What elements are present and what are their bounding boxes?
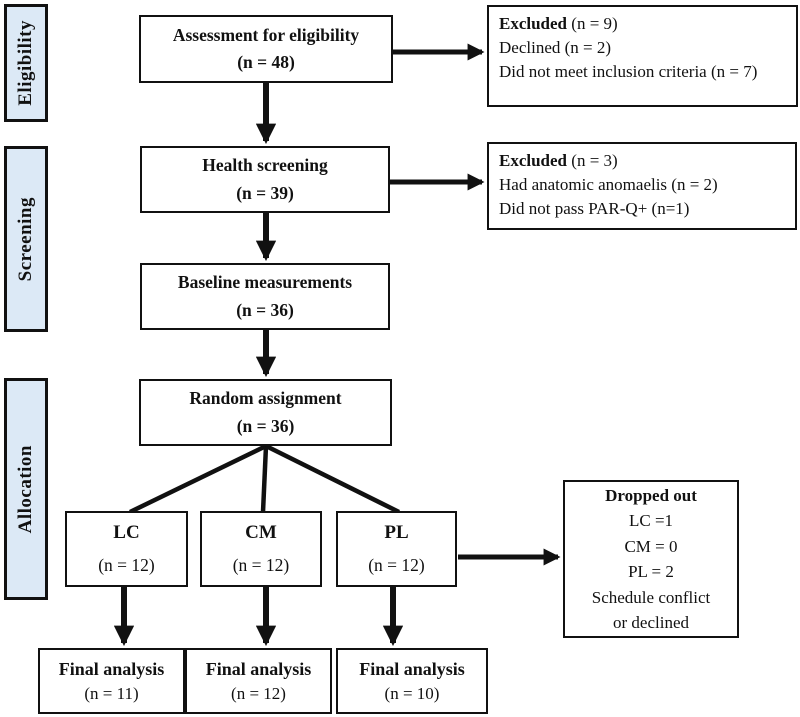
line-random-to-cm <box>260 445 269 513</box>
final-title: Final analysis <box>58 658 165 679</box>
dropout-line: CM = 0 <box>624 536 678 556</box>
line-random-to-pl <box>264 443 401 515</box>
box-n: (n = 36) <box>236 415 295 436</box>
final-n: (n = 11) <box>84 683 139 703</box>
box-excluded-screening: Excluded (n = 3) Had anatomic anomaelis … <box>487 142 797 230</box>
final-title: Final analysis <box>359 658 465 679</box>
dropout-line: Schedule conflict <box>591 587 711 607</box>
box-excluded-eligibility: Excluded (n = 9) Declined (n = 2) Did no… <box>487 5 798 107</box>
box-random-assignment: Random assignment (n = 36) <box>139 379 392 446</box>
excluded-reason: Had anatomic anomaelis (n = 2) <box>499 175 718 195</box>
dropout-title: Dropped out <box>605 485 697 505</box>
stage-label-eligibility: Eligibility <box>4 4 48 122</box>
group-title: LC <box>113 522 140 543</box>
box-dropped-out: Dropped out LC =1 CM = 0 PL = 2 Schedule… <box>563 480 739 638</box>
box-n: (n = 39) <box>236 182 294 203</box>
box-title: Random assignment <box>189 388 342 409</box>
box-title: Baseline measurements <box>177 272 353 293</box>
box-health-screening: Health screening (n = 39) <box>140 146 390 213</box>
stage-label-screening: Screening <box>4 146 48 332</box>
box-title: Health screening <box>202 155 328 176</box>
final-title: Final analysis <box>205 658 312 679</box>
dropout-line: or declined <box>613 613 689 632</box>
final-n: (n = 10) <box>384 683 440 703</box>
box-group-lc: LC (n = 12) <box>65 511 188 587</box>
box-title: Assessment for eligibility <box>172 24 360 45</box>
group-n: (n = 12) <box>368 555 425 575</box>
excluded-title: Excluded <box>499 14 568 33</box>
excluded-reason: Declined (n = 2) <box>499 38 612 58</box>
box-n: (n = 48) <box>237 52 295 72</box>
group-title: CM <box>245 522 277 543</box>
excluded-n: (n = 9) <box>567 14 618 33</box>
stage-label-allocation: Allocation <box>4 378 48 600</box>
excluded-reason: Did not pass PAR-Q+ (n=1) <box>499 199 690 219</box>
line-random-to-lc <box>129 443 267 515</box>
excluded-reason: Did not meet inclusion criteria (n = 7) <box>499 62 758 82</box>
box-group-cm: CM (n = 12) <box>200 511 322 587</box>
group-n: (n = 12) <box>98 555 155 575</box>
group-n: (n = 12) <box>232 555 290 575</box>
excluded-title: Excluded <box>499 151 568 170</box>
dropout-line: LC =1 <box>628 511 674 530</box>
stage-label-eligibility-text: Eligibility <box>15 20 36 106</box>
box-group-pl: PL (n = 12) <box>336 511 457 587</box>
dropout-line: PL = 2 <box>628 562 674 581</box>
stage-label-screening-text: Screening <box>15 196 36 282</box>
excluded-n: (n = 3) <box>567 151 618 170</box>
final-n: (n = 12) <box>231 683 286 703</box>
box-assessment-for-eligibility: Assessment for eligibility (n = 48) <box>139 15 393 83</box>
group-title: PL <box>384 522 409 543</box>
box-baseline-measurements: Baseline measurements (n = 36) <box>140 263 390 330</box>
stage-label-allocation-text: Allocation <box>15 444 36 534</box>
box-final-analysis-pl: Final analysis (n = 10) <box>336 648 488 714</box>
box-final-analysis-lc: Final analysis (n = 11) <box>38 648 185 714</box>
box-n: (n = 36) <box>236 299 294 320</box>
box-final-analysis-cm: Final analysis (n = 12) <box>185 648 332 714</box>
